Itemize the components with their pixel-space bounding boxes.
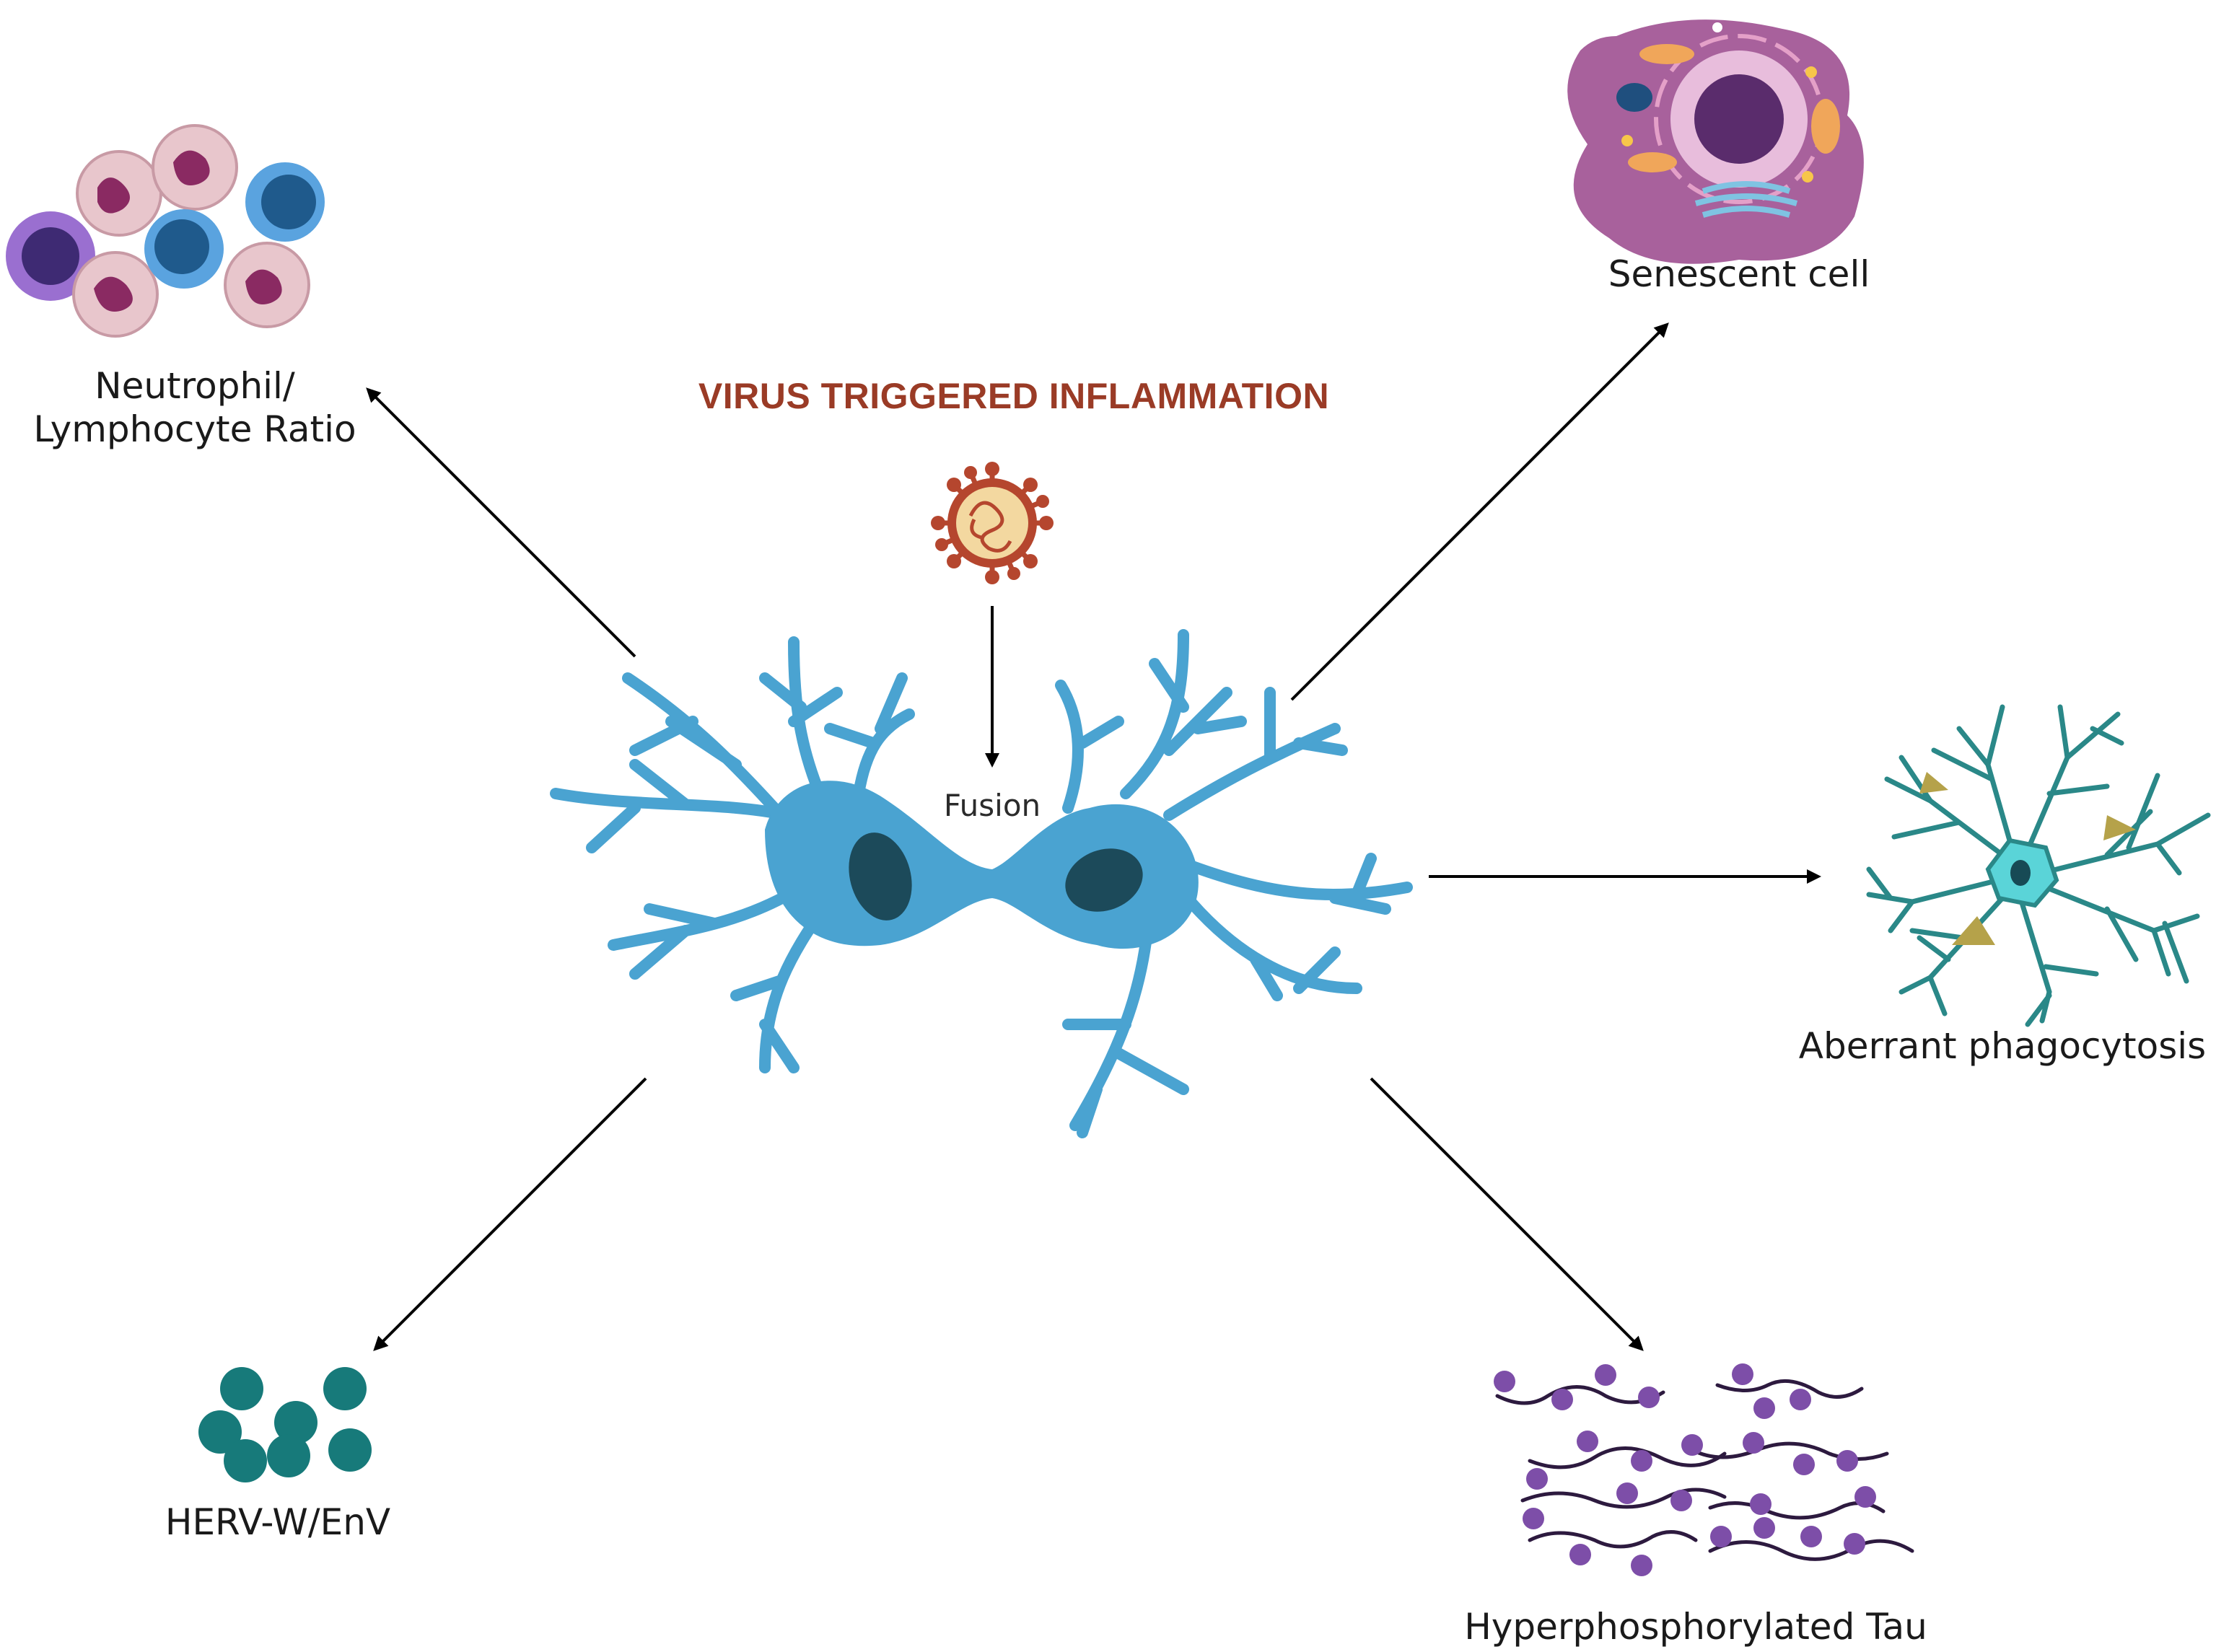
neutrophil-icon [152, 124, 238, 211]
nucleus-icon [1065, 848, 1143, 912]
nucleus-icon [849, 832, 912, 921]
virus-icon [931, 462, 1054, 584]
senescent-cell-label: Senescent cell [1608, 253, 1870, 295]
herv-label: HERV-W/EnV [165, 1501, 391, 1543]
arrow-to-tau [1370, 1077, 1644, 1351]
arrow-to-herv [373, 1077, 647, 1351]
herv-particle-icon [323, 1367, 367, 1410]
herv-particle-icon [274, 1401, 317, 1444]
herv-particle-icon [267, 1434, 310, 1477]
lymphocyte-blue-icon [245, 162, 325, 242]
arrow-to-neutrophil [366, 387, 636, 658]
tau-fibrils-illustration [1494, 1363, 1914, 1576]
aberrant-phagocytosis-label: Aberrant phagocytosis [1798, 1025, 2207, 1067]
lymphocyte-purple-icon [6, 211, 95, 301]
herv-particle-icon [224, 1439, 267, 1482]
microglia-illustration [1866, 704, 2211, 1027]
diagram-title: VIRUS TRIGGERED INFLAMMATION [698, 376, 1330, 416]
herv-particle-icon [198, 1410, 242, 1454]
neutrophil-lymphocyte-illustration [6, 124, 325, 338]
neutrophil-label-line2: Lymphocyte Ratio [33, 408, 356, 450]
herv-particle-icon [220, 1367, 263, 1410]
fusion-label: Fusion [943, 788, 1041, 823]
arrow-to-senescent [1290, 322, 1669, 701]
herv-particle-icon [328, 1428, 372, 1472]
neutrophil-icon [72, 251, 159, 338]
neutrophil-icon [76, 150, 162, 237]
hyperphosphorylated-tau-label: Hyperphosphorylated Tau [1464, 1606, 1927, 1648]
neutrophil-label-line1: Neutrophil/ [95, 365, 295, 407]
phospho-group-icon [1494, 1363, 1876, 1576]
senescent-cell-illustration [1567, 19, 1864, 264]
fused-neurons-illustration [550, 629, 1413, 1138]
herv-particles-illustration [198, 1367, 372, 1482]
neutrophil-ratio-label: Neutrophil/ Lymphocyte Ratio [14, 364, 375, 451]
lymphocyte-blue-icon [144, 209, 224, 289]
neutrophil-icon [224, 242, 310, 328]
microglia-soma-icon [1919, 772, 2136, 945]
